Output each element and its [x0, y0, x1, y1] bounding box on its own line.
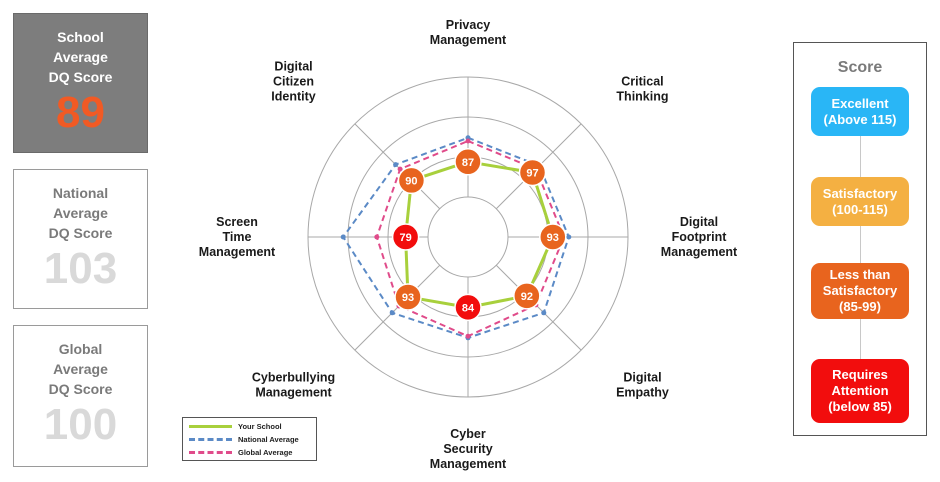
series-point — [541, 310, 547, 316]
value-label: 93 — [547, 232, 559, 244]
series-point — [389, 310, 395, 316]
value-label: 93 — [402, 292, 414, 304]
radar-value-nodes: 87 97 93 92 84 93 79 90 — [391, 148, 567, 322]
radar-grid — [307, 76, 629, 398]
score-panel-title: Score — [837, 59, 883, 76]
national-average-value: 103 — [43, 244, 118, 293]
value-node — [454, 148, 482, 176]
value-label: 84 — [462, 302, 475, 314]
series-point — [374, 234, 380, 240]
value-label: 97 — [526, 168, 538, 180]
series-point — [465, 138, 471, 144]
legend-swatch-your-school — [189, 424, 232, 428]
grid-spoke — [495, 264, 582, 351]
value-label: 87 — [462, 157, 474, 169]
chart-legend: Your School National Average Global Aver… — [182, 417, 317, 461]
series-point — [397, 166, 403, 172]
score-satisfactory-badge: Satisfactory(100-115) — [811, 177, 909, 226]
legend-item-your-school: Your School — [189, 420, 282, 432]
legend-swatch-national-average — [189, 437, 232, 441]
value-label: 92 — [521, 291, 533, 303]
value-node — [394, 283, 422, 311]
value-node — [391, 223, 420, 251]
value-label: 79 — [399, 232, 411, 244]
value-label: 90 — [405, 175, 417, 187]
value-node — [513, 282, 541, 310]
score-excellent-badge: Excellent(Above 115) — [811, 87, 909, 136]
value-node — [518, 158, 547, 187]
school-average-value: 89 — [56, 88, 105, 137]
legend-item-global-average: Global Average — [189, 446, 292, 458]
grid-ring — [427, 196, 509, 278]
legend-item-national-average: National Average — [189, 433, 299, 445]
value-node — [454, 293, 482, 322]
value-node — [397, 166, 426, 195]
series-point — [566, 234, 572, 240]
series-point — [393, 162, 399, 168]
global-average-value: 100 — [43, 400, 118, 449]
value-node — [539, 223, 567, 251]
score-legend-panel: Score Excellent(Above 115) Satisfactory(… — [793, 42, 927, 436]
series-point — [340, 234, 346, 240]
legend-swatch-global-average — [189, 450, 232, 454]
series-point — [465, 333, 471, 339]
